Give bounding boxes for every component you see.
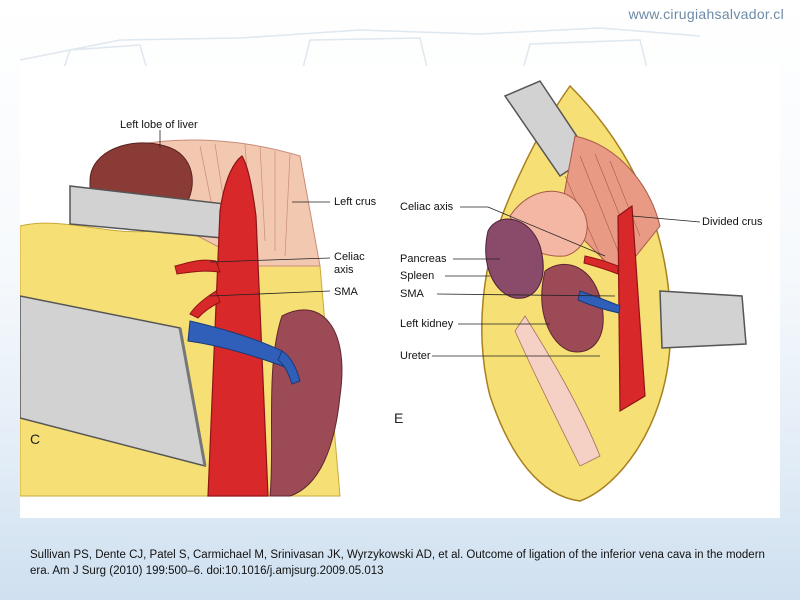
surgical-illustration: Left lobe of liver Left crus Celiac axis…	[20, 66, 780, 518]
label-celiac-axis-line2: axis	[334, 264, 354, 276]
label-left-crus: Left crus	[334, 196, 377, 208]
label-celiac-axis-line1: Celiac	[334, 251, 365, 263]
panel-c-artwork	[20, 130, 343, 497]
label-pancreas: Pancreas	[400, 253, 447, 265]
celiac-branch	[174, 259, 221, 275]
left-kidney-e	[541, 263, 604, 353]
illustration-artwork	[20, 80, 747, 502]
citation-line-1: Sullivan PS, Dente CJ, Patel S, Carmicha…	[30, 549, 765, 561]
label-spleen: Spleen	[400, 270, 435, 282]
label-celiac-axis-e: Celiac axis	[400, 201, 454, 213]
sma-branch	[189, 290, 221, 319]
left-lobe-of-liver	[89, 142, 193, 207]
label-left-kidney: Left kidney	[400, 318, 454, 330]
panel-e-letter: E	[394, 410, 404, 426]
label-left-lobe-of-liver: Left lobe of liver	[120, 119, 198, 131]
label-sma-c: SMA	[334, 286, 358, 298]
label-ureter: Ureter	[400, 350, 431, 362]
spleen-e	[485, 218, 544, 299]
label-divided-crus: Divided crus	[702, 216, 763, 228]
psoas-e	[514, 315, 601, 467]
citation-line-2: era. Am J Surg (2010) 199:500–6. doi:10.…	[30, 565, 384, 577]
label-sma-e: SMA	[400, 288, 424, 300]
website-url: www.cirugiahsalvador.cl	[628, 6, 784, 22]
background-sketch	[19, 27, 701, 80]
aorta-e	[617, 204, 646, 413]
right-retractor-e	[659, 290, 747, 349]
citation: Sullivan PS, Dente CJ, Patel S, Carmicha…	[30, 547, 790, 579]
panel-e-artwork	[432, 80, 747, 502]
aorta-c	[207, 155, 269, 497]
panel-c-letter: C	[30, 431, 41, 447]
